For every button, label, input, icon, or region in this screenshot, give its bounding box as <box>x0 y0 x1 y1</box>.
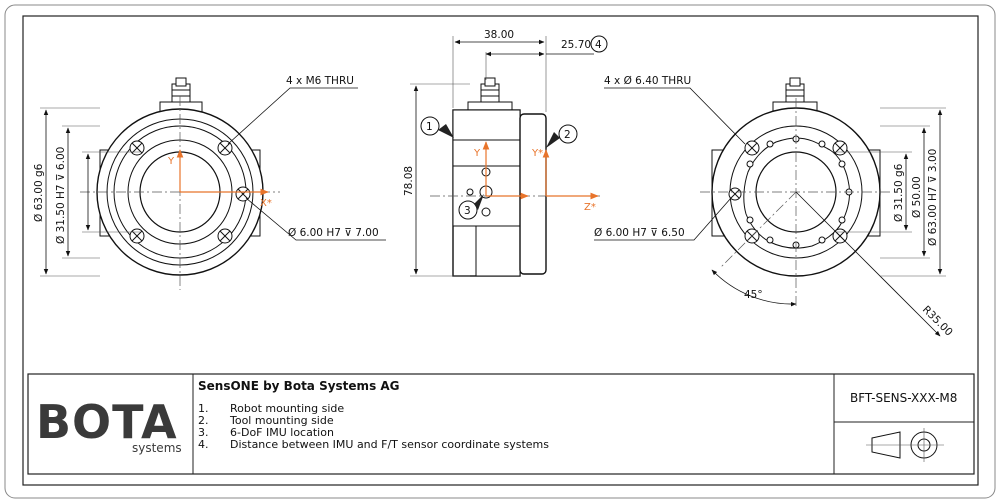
back-pin-label: Ø 6.00 H7 ⊽ 6.50 <box>594 227 685 239</box>
side-axis-y-ft: Y* <box>531 148 543 159</box>
front-view: Y X* 4 x M6 THRU Ø 6.00 H7 ⊽ 7.00 Ø 63.0… <box>33 75 386 290</box>
front-mounting-holes <box>129 140 233 244</box>
back-inner-diameter-label: Ø 31.50 g6 <box>893 163 905 222</box>
tool-flange <box>519 113 547 275</box>
front-axis-y: Y <box>167 156 175 167</box>
logo-subtitle: systems <box>132 441 182 455</box>
side-axis-y-imu: Y <box>473 148 481 159</box>
note-1-number: 1. <box>198 402 209 415</box>
back-holes-label: 4 x Ø 6.40 THRU <box>604 75 691 87</box>
front-axis-x: X* <box>260 198 272 209</box>
side-callout-1: 1 <box>426 121 433 133</box>
side-callout-3: 3 <box>464 205 471 217</box>
projection-symbol-icon <box>866 428 944 462</box>
outer-border <box>4 4 996 499</box>
side-offset-label: 25.70 <box>561 39 591 51</box>
inner-border <box>22 15 979 486</box>
front-outer-diameter-label: Ø 63.00 g6 <box>33 163 45 222</box>
side-offset-callout: 4 <box>595 39 602 51</box>
note-3-number: 3. <box>198 426 209 439</box>
note-2-number: 2. <box>198 414 209 427</box>
front-holes-label: 4 x M6 THRU <box>286 75 354 87</box>
back-bolt-circle-label: Ø 50.00 <box>911 176 923 218</box>
note-4-text: Distance between IMU and F/T sensor coor… <box>230 438 549 451</box>
side-callout-2: 2 <box>564 129 571 141</box>
note-1-text: Robot mounting side <box>230 402 344 415</box>
note-4-number: 4. <box>198 438 209 451</box>
back-outer-diameter-label: Ø 63.00 H7 ⊽ 3.00 <box>927 149 939 246</box>
side-axis-z: Z* <box>584 202 596 213</box>
front-pin-label: Ø 6.00 H7 ⊽ 7.00 <box>288 227 379 239</box>
connector-body <box>171 83 191 105</box>
note-3-text: 6-DoF IMU location <box>230 426 334 439</box>
side-width-label: 38.00 <box>484 29 514 41</box>
part-code: BFT-SENS-XXX-M8 <box>850 391 957 405</box>
back-view: 45° R35.00 4 x Ø 6.40 THRU Ø 6.00 H7 ⊽ 6… <box>594 75 955 339</box>
back-angle-label: 45° <box>744 289 763 301</box>
side-height-label: 78.08 <box>403 166 415 196</box>
front-inner-diameters-label: Ø 31.50 H7 ⊽ 6.00 <box>55 147 67 244</box>
side-view: Y Y* Z* 38.00 25.70 4 78.08 1 2 3 <box>403 29 608 277</box>
note-2-text: Tool mounting side <box>229 414 334 427</box>
logo: BOTA <box>36 395 178 449</box>
title-block: BOTA systems SensONE by Bota Systems AG … <box>27 373 975 475</box>
drawing-title: SensONE by Bota Systems AG <box>198 379 400 393</box>
